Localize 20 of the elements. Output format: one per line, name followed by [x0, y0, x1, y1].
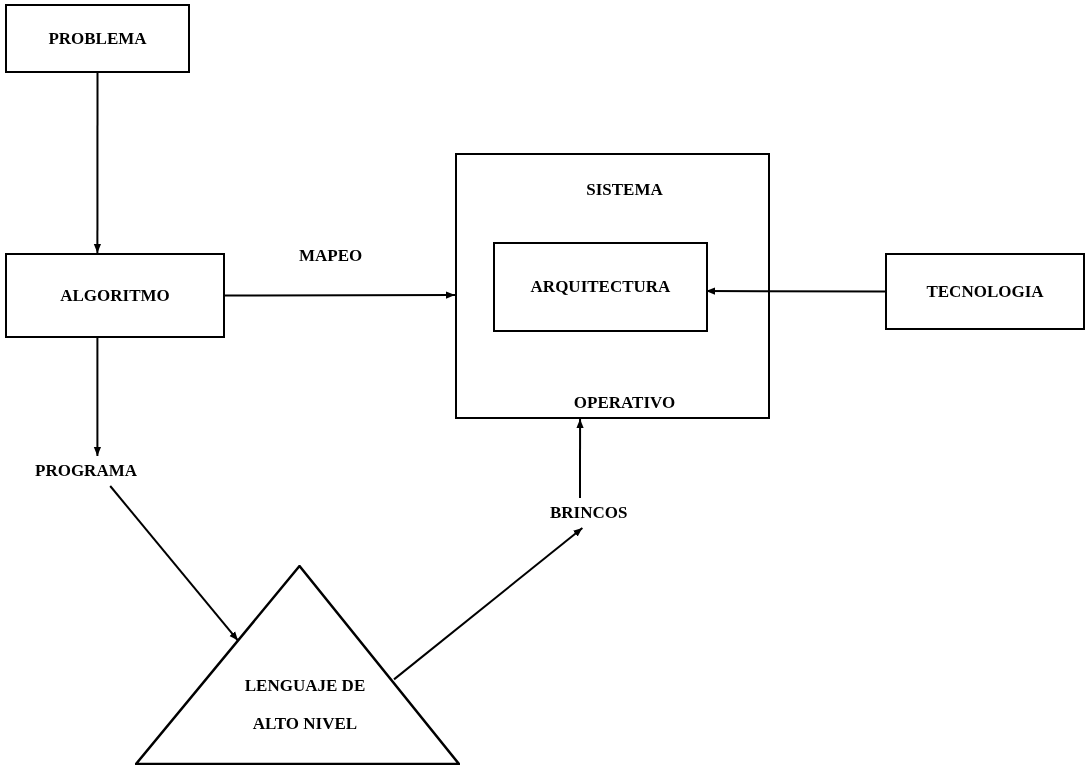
triangle-label: LENGUAJE DE ALTO NIVEL [243, 675, 367, 735]
text-label: PROGRAMA [35, 456, 195, 486]
arrow [109, 485, 240, 642]
box-label: PROBLEMA [48, 27, 147, 50]
process-box [885, 253, 1085, 330]
text-label: BRINCOS [550, 498, 670, 528]
box-label: ARQUITECTURA [530, 276, 671, 298]
box-label: TECNOLOGIA [926, 280, 1044, 303]
arrow [224, 291, 456, 299]
arrow [393, 527, 584, 681]
system-box [455, 153, 770, 419]
box-label: OPERATIVO [573, 391, 676, 413]
arrow [576, 418, 584, 499]
arrow [93, 337, 101, 457]
box-label: SISTEMA [586, 179, 663, 201]
process-box [493, 242, 708, 332]
arrow [93, 72, 101, 254]
process-box [5, 4, 190, 73]
process-box [5, 253, 225, 338]
box-label: ALGORITMO [60, 284, 170, 307]
